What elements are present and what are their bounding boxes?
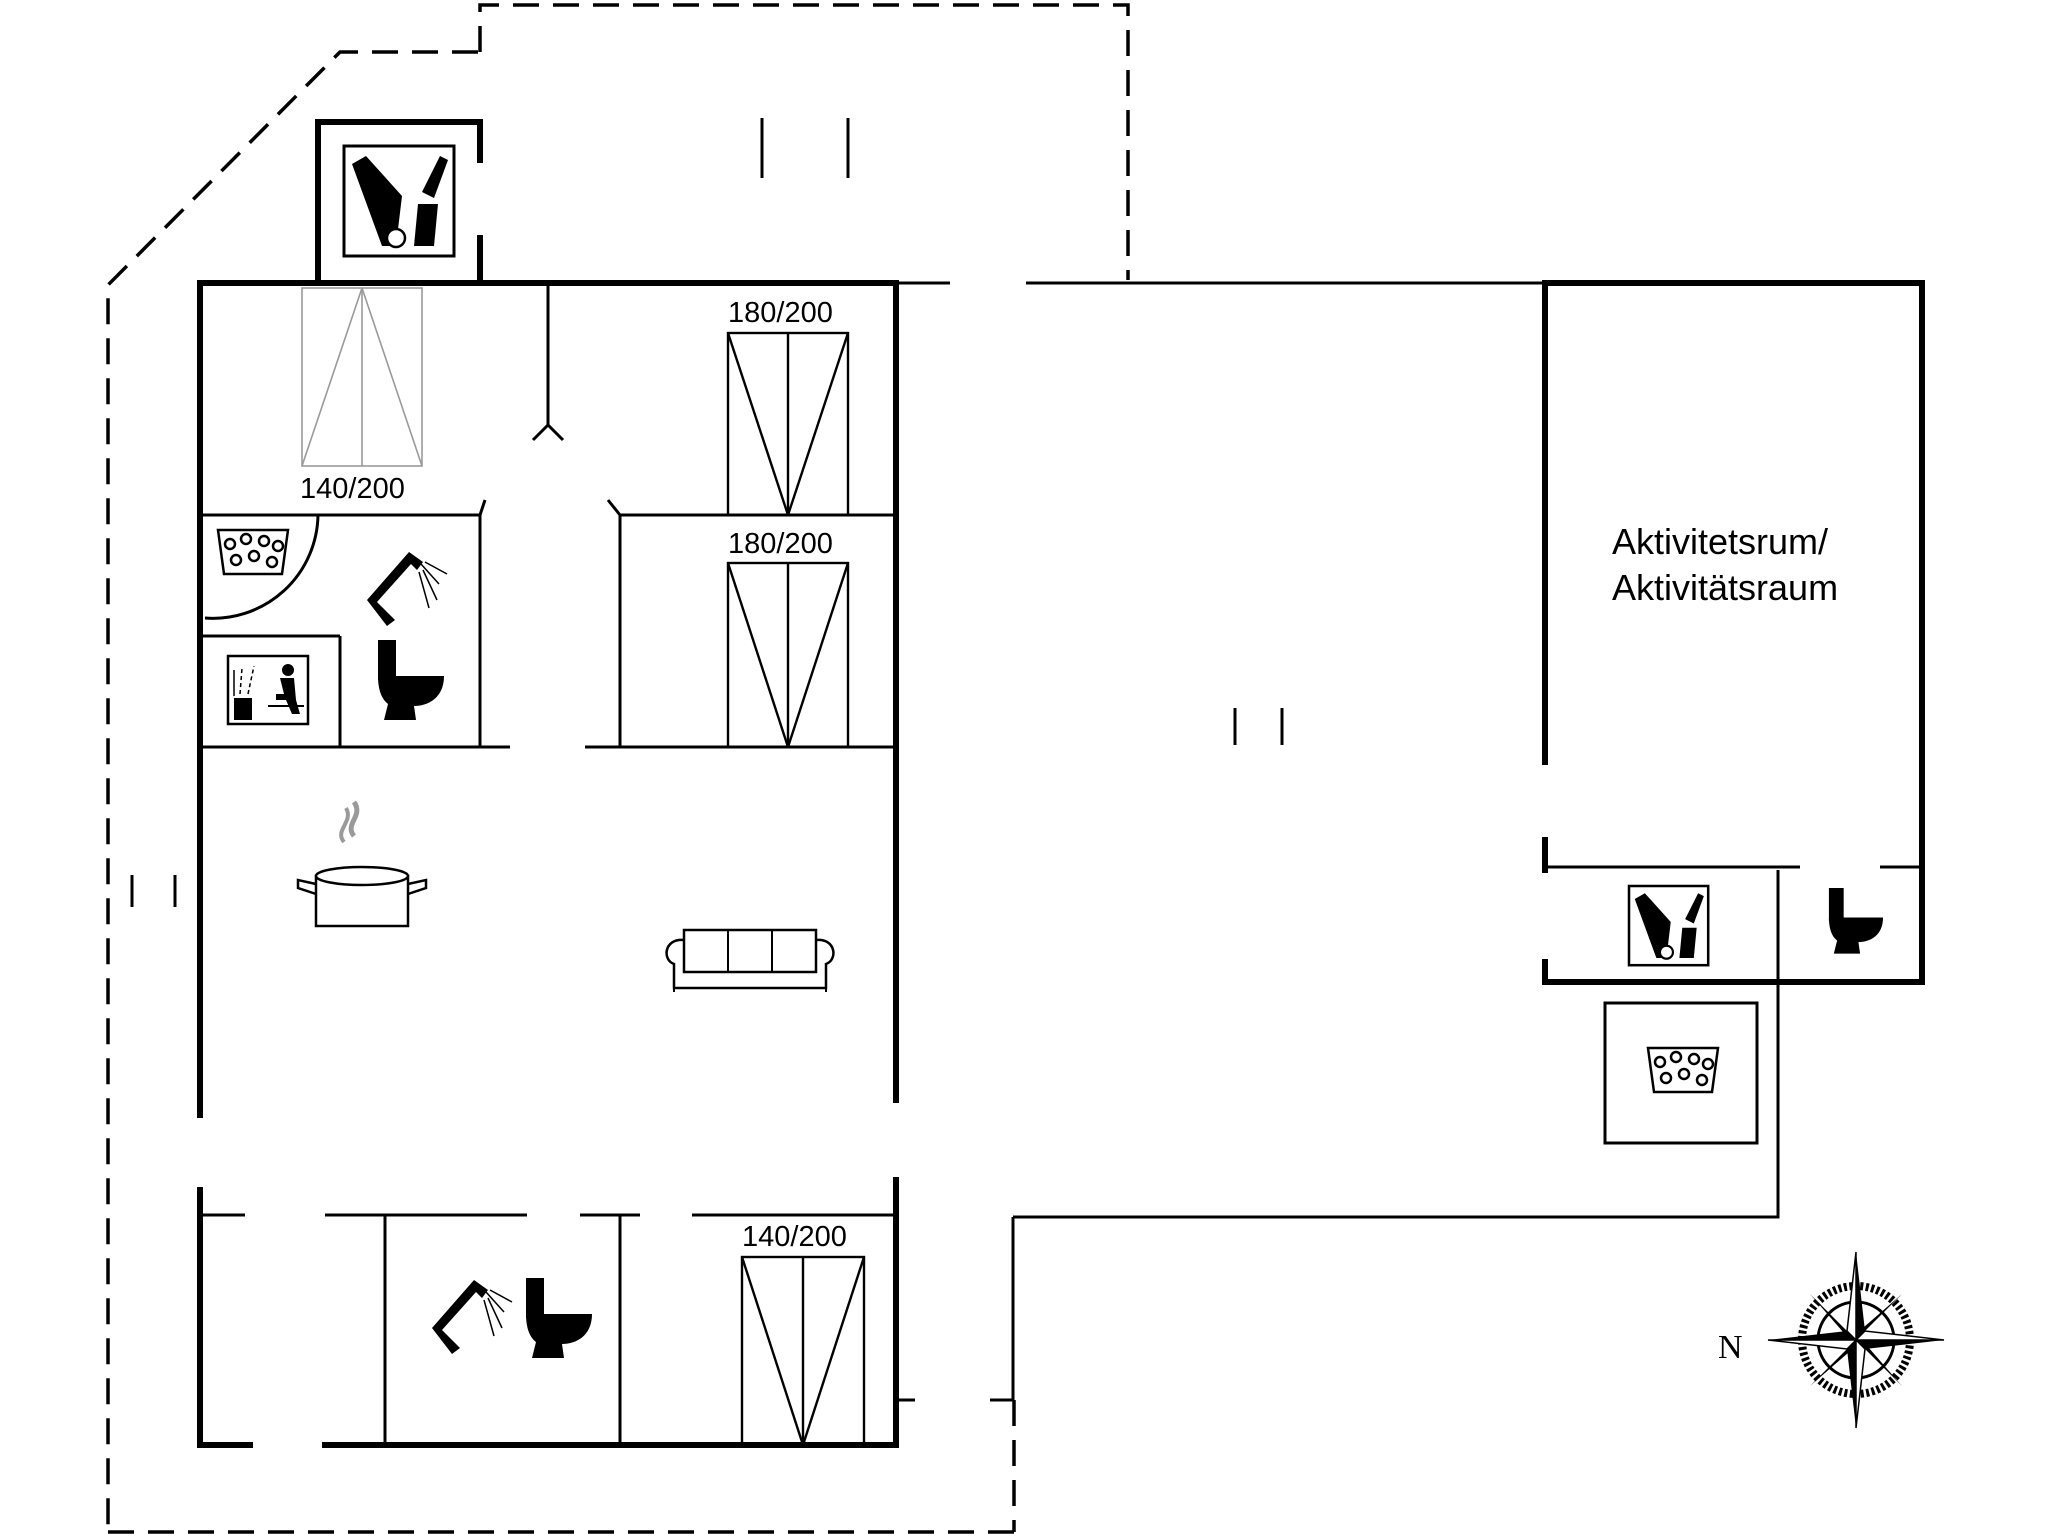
terrace-outline: [106, 3, 1130, 1536]
spa-bath-icon: [216, 528, 290, 576]
bed-size-label-top-left: 140/200: [300, 473, 405, 505]
sauna-icon: [226, 654, 310, 726]
shower-icon: [432, 1280, 513, 1354]
window-marks: [130, 118, 1284, 907]
activity-room-walls: [1542, 280, 1925, 985]
toilet-icon: [1828, 888, 1884, 954]
utility-room-top: [315, 119, 483, 286]
shower-icon: [367, 552, 448, 626]
spa-bath-enclosure: [1603, 1001, 1759, 1145]
toilet-icon: [378, 640, 444, 720]
exterior-walls-left-wing: [197, 280, 1013, 1448]
activity-room-label-line2: Aktivitätsraum: [1612, 567, 1838, 608]
passage-walls: [1013, 281, 1780, 1219]
activity-room-label-line1: Aktivitetsrum/: [1612, 521, 1828, 562]
washing-machine-icon: [1627, 884, 1710, 967]
cooking-pot-icon: [296, 800, 428, 928]
bed-size-label-top-right-2: 180/200: [728, 528, 833, 560]
bed-size-label-top-right-1: 180/200: [728, 297, 833, 329]
toilet-icon: [526, 1278, 592, 1358]
bed-bottom: [740, 1255, 866, 1447]
compass-rose-icon: [1767, 1251, 1945, 1429]
compass-north-label: N: [1718, 1329, 1743, 1366]
spa-bath-icon: [1646, 1046, 1720, 1094]
bed-top-right-2: [726, 561, 850, 749]
sofa-icon: [665, 928, 835, 992]
bed-size-label-bottom: 140/200: [742, 1221, 847, 1253]
washing-machine-icon: [342, 144, 456, 258]
bed-top-right-1: [726, 331, 850, 517]
bed-top-left: [301, 287, 423, 467]
